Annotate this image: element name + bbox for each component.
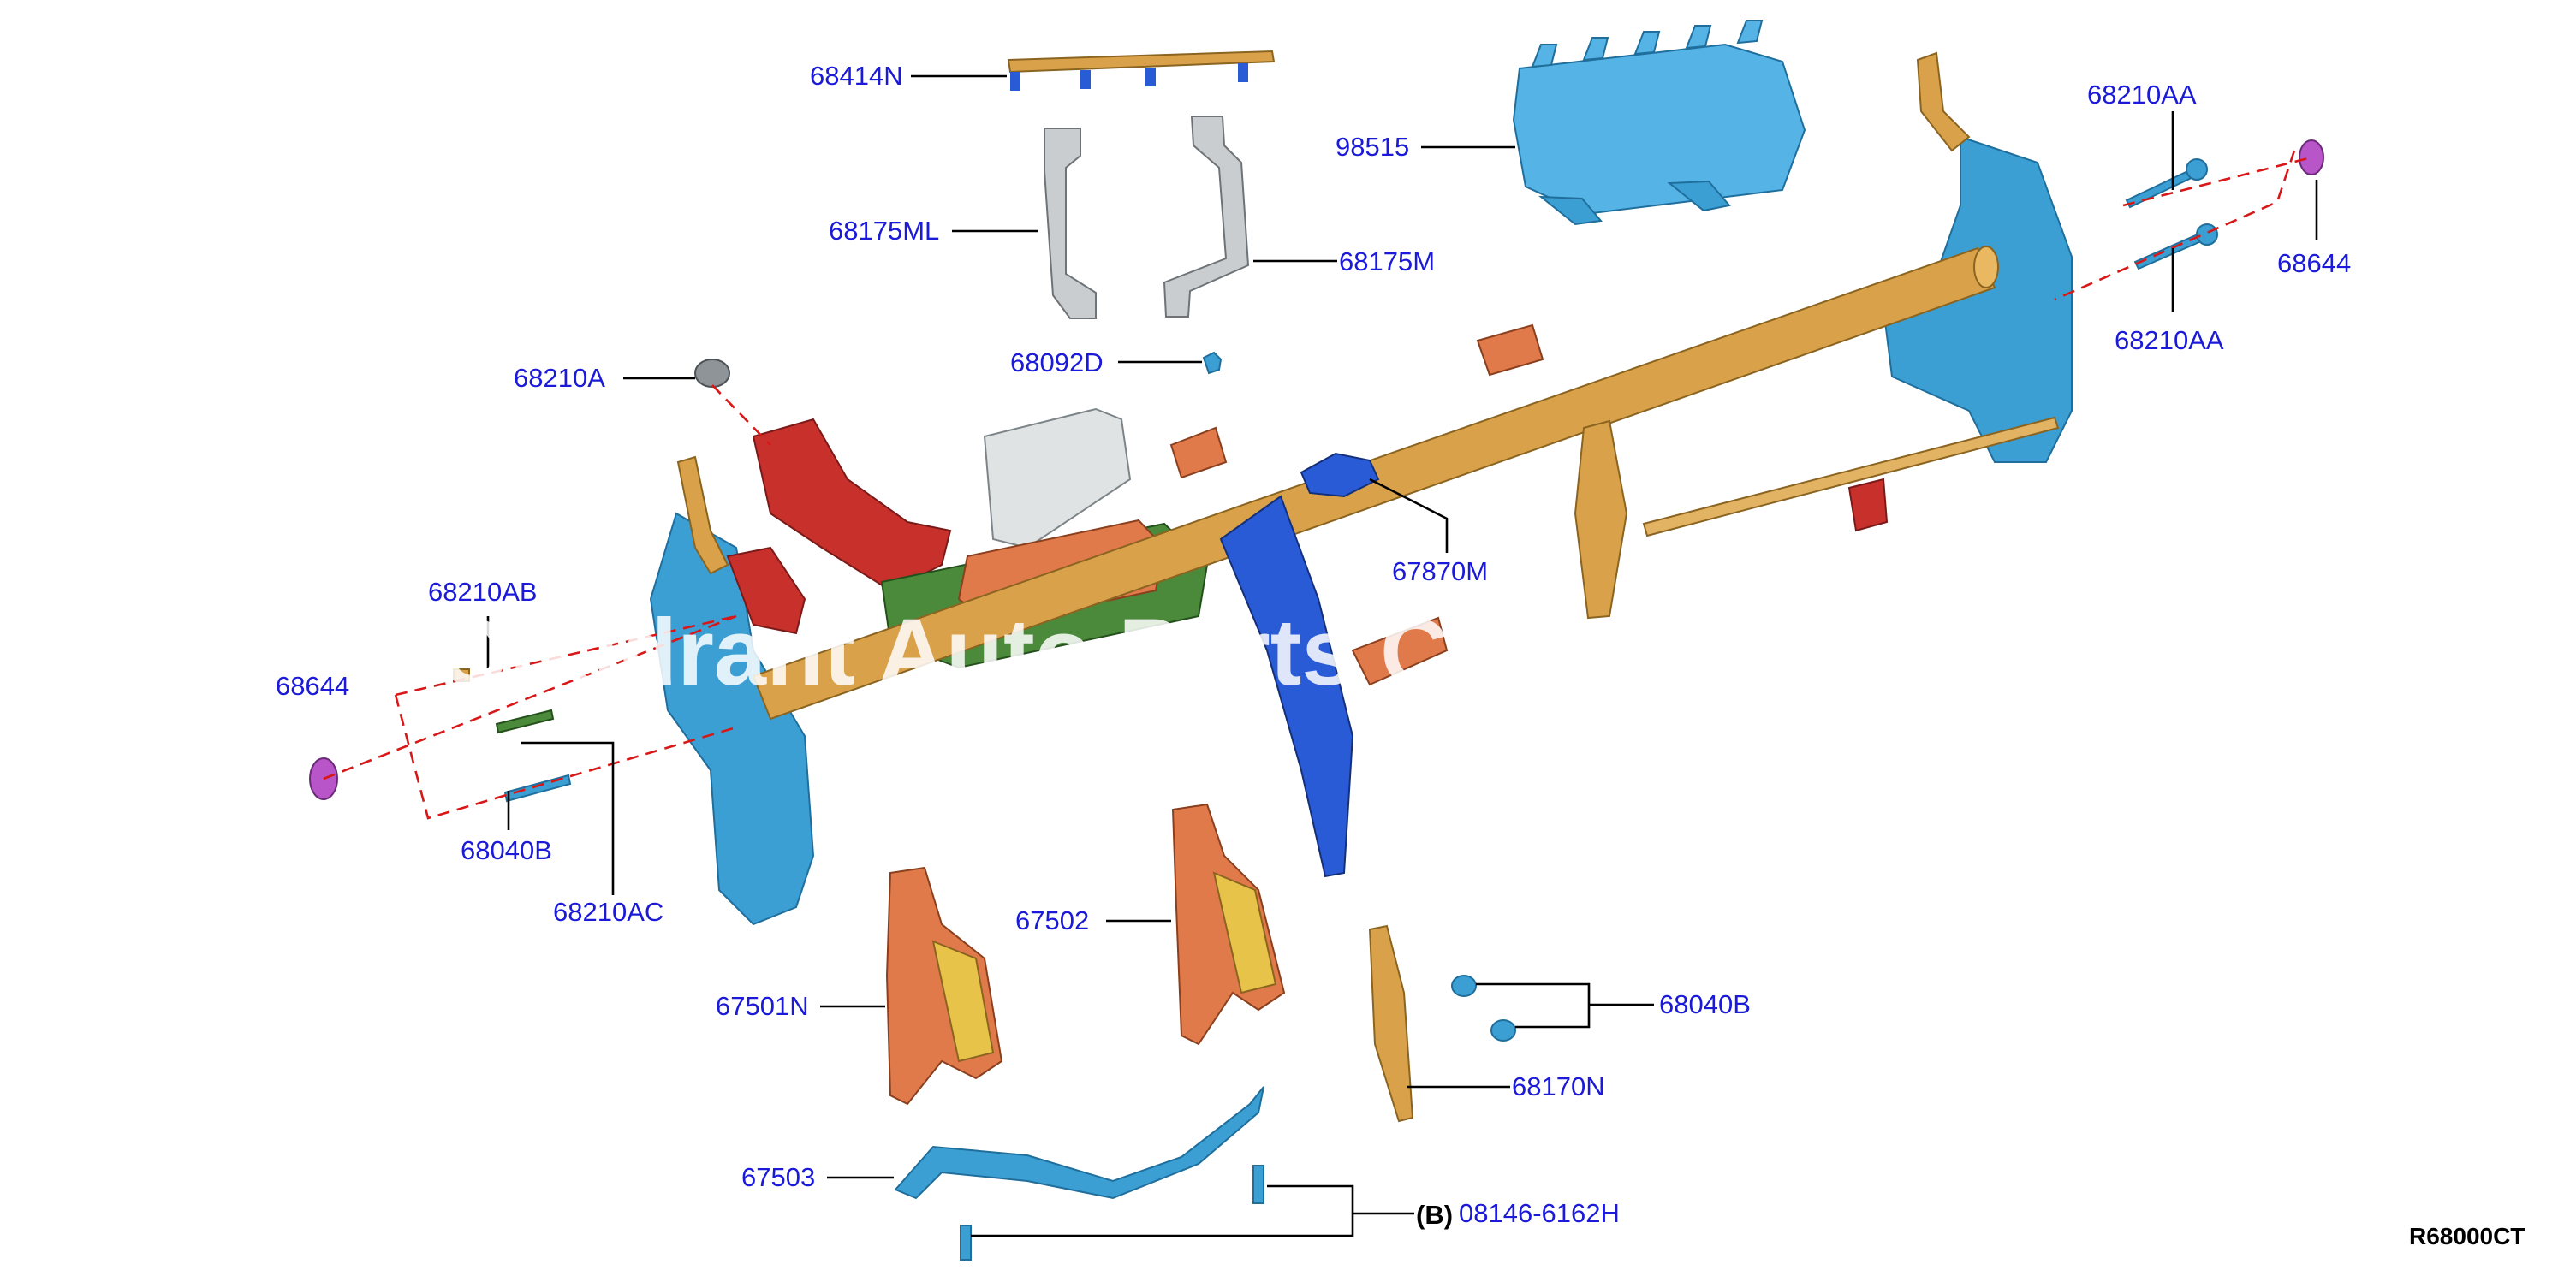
part-68040B-bolts-right — [1451, 975, 1516, 1042]
label-68210A: 68210A — [514, 363, 605, 393]
leader-lines — [486, 74, 2318, 1237]
label-98515: 98515 — [1336, 132, 1409, 162]
part-98515-airbag — [1512, 20, 1806, 226]
part-68175M-bracket — [1163, 116, 1250, 318]
label-68040B-left: 68040B — [461, 835, 552, 865]
label-67870M: 67870M — [1392, 556, 1488, 586]
part-68092D-clip — [1202, 351, 1223, 375]
label-67503: 67503 — [741, 1162, 815, 1192]
label-68175ML: 68175ML — [829, 216, 939, 246]
label-68175M: 68175M — [1339, 246, 1435, 276]
part-68170N-plate — [1368, 924, 1414, 1123]
part-67870M-bracket — [1300, 452, 1380, 498]
watermark: Quadrant Auto Parts Co. — [437, 600, 1532, 705]
label-68644-right: 68644 — [2277, 248, 2351, 278]
part-67502-bracket — [1171, 803, 1286, 1046]
part-left-side-panel — [649, 455, 815, 926]
label-68040B-right: 68040B — [1659, 989, 1751, 1019]
part-67501N-bracket — [885, 866, 1003, 1106]
label-68644-left: 68644 — [276, 671, 349, 701]
label-68170N: 68170N — [1512, 1071, 1605, 1101]
part-08146-6162H-bolts — [960, 1165, 1264, 1261]
part-right-gold-brace — [1574, 419, 1628, 620]
part-center-silver-bracket — [983, 407, 1132, 549]
part-labels: 68414N 98515 68175ML 68175M 68092D 68210… — [276, 61, 2351, 1230]
part-68644-cap-right — [2299, 139, 2324, 175]
part-cross-car-beam — [752, 246, 2060, 721]
part-68175ML-bracket — [1044, 128, 1097, 319]
label-68092D: 68092D — [1010, 347, 1104, 377]
label-68210AA-bottom: 68210AA — [2115, 325, 2224, 355]
part-beam-tabs — [1169, 323, 1544, 686]
part-right-red-bracket — [1847, 478, 1889, 532]
alignment-guides — [323, 150, 2312, 820]
diagram-id: R68000CT — [2409, 1223, 2525, 1249]
label-68210AB: 68210AB — [428, 577, 538, 607]
label-67502: 67502 — [1015, 905, 1089, 935]
label-08146-6162H: 08146-6162H — [1459, 1198, 1620, 1228]
label-67501N: 67501N — [716, 991, 809, 1021]
part-68210A-grommet — [694, 359, 730, 388]
part-67503-bracket — [894, 1086, 1264, 1200]
part-68414N-rail — [1007, 50, 1276, 91]
part-left-red-bracket — [726, 418, 952, 635]
label-68210AC: 68210AC — [553, 897, 663, 927]
part-blue-center-stay — [1219, 495, 1354, 878]
label-ref-b: (B) — [1416, 1200, 1453, 1230]
label-68414N: 68414N — [810, 61, 903, 91]
label-68210AA-top: 68210AA — [2087, 80, 2197, 110]
